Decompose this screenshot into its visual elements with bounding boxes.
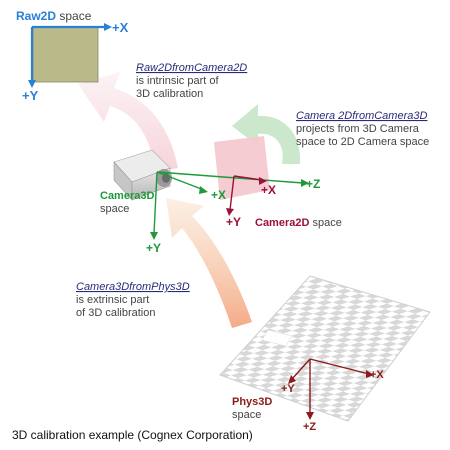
phys3d-title: Phys3D xyxy=(232,396,272,408)
plate-marker xyxy=(261,329,293,347)
camera2d-from-camera3d-name: Camera 2DfromCamera3D xyxy=(296,110,427,122)
camera2d-title: Camera2D space xyxy=(255,217,342,229)
camera3d-x-label: +X xyxy=(211,188,226,202)
phys3d-axes xyxy=(288,358,374,420)
camera3d-from-phys3d-arrow xyxy=(166,198,252,328)
phys3d-z-label: +Z xyxy=(303,421,316,433)
camera2d-from-camera3d-arrow xyxy=(232,104,301,164)
raw2d-title: Raw2D space xyxy=(16,9,92,23)
raw2d-from-camera2d-line2: 3D calibration xyxy=(136,88,203,100)
raw2d-from-camera2d-arrow xyxy=(78,72,178,172)
camera2d-plane xyxy=(214,136,270,200)
phys3d-subtitle: space xyxy=(232,409,261,421)
figure-caption: 3D calibration example (Cognex Corporati… xyxy=(12,428,253,442)
camera2d-x-label: +X xyxy=(261,183,276,197)
raw2d-x-label: +X xyxy=(112,20,129,35)
raw2d-from-camera2d-line1: is intrinsic part of xyxy=(136,75,219,87)
camera-icon xyxy=(113,149,172,201)
camera3d-axes xyxy=(150,171,309,240)
raw2d-y-label: +Y xyxy=(22,88,39,103)
camera3d-from-phys3d-line1: is extrinsic part xyxy=(76,294,149,306)
camera3d-subtitle: space xyxy=(100,203,129,215)
camera2d-axes xyxy=(226,175,267,216)
phys3d-x-label: +X xyxy=(370,369,384,381)
phys3d-y-label: +Y xyxy=(281,383,295,395)
raw2d-from-camera2d-name: Raw2DfromCamera2D xyxy=(136,62,247,74)
raw2d-image xyxy=(32,26,99,83)
camera2d-y-label: +Y xyxy=(226,215,241,229)
camera3d-from-phys3d-name: Camera3DfromPhys3D xyxy=(76,281,190,293)
checkerboard-icon xyxy=(219,275,431,422)
camera3d-title: Camera3D xyxy=(100,190,154,202)
camera3d-z-label: +Z xyxy=(306,177,320,191)
camera2d-from-camera3d-line1: projects from 3D Camera xyxy=(296,123,420,135)
raw2d-axes xyxy=(28,23,112,88)
camera3d-from-phys3d-line2: of 3D calibration xyxy=(76,307,156,319)
camera3d-y-label: +Y xyxy=(146,241,161,255)
camera2d-from-camera3d-line2: space to 2D Camera space xyxy=(296,136,429,148)
